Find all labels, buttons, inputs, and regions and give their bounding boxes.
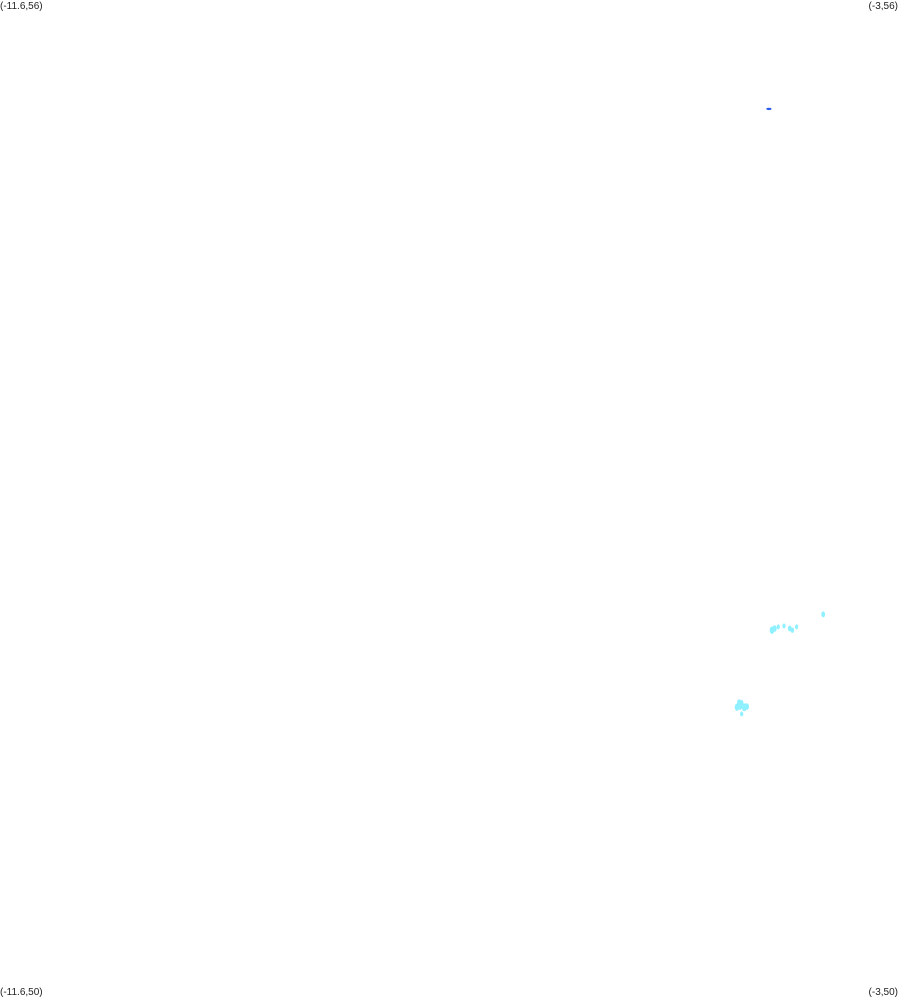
map-point-12 (738, 703, 743, 710)
corner-label-top-left: (-11.6,56) (0, 1, 43, 12)
map-point-14 (744, 703, 750, 710)
corner-label-bottom-right: (-3,50) (868, 987, 898, 998)
map-point-0 (766, 107, 772, 111)
map-point-8 (795, 624, 799, 630)
points-layer (734, 107, 826, 717)
corner-label-bottom-left: (-11.6,50) (0, 987, 43, 998)
corner-label-top-right: (-3,56) (868, 1, 898, 12)
map-point-3 (772, 625, 777, 632)
map-point-1 (821, 611, 826, 618)
map-point-4 (776, 624, 780, 630)
map-point-5 (782, 623, 786, 629)
map-point-15 (740, 711, 744, 717)
map-point-7 (790, 627, 795, 633)
